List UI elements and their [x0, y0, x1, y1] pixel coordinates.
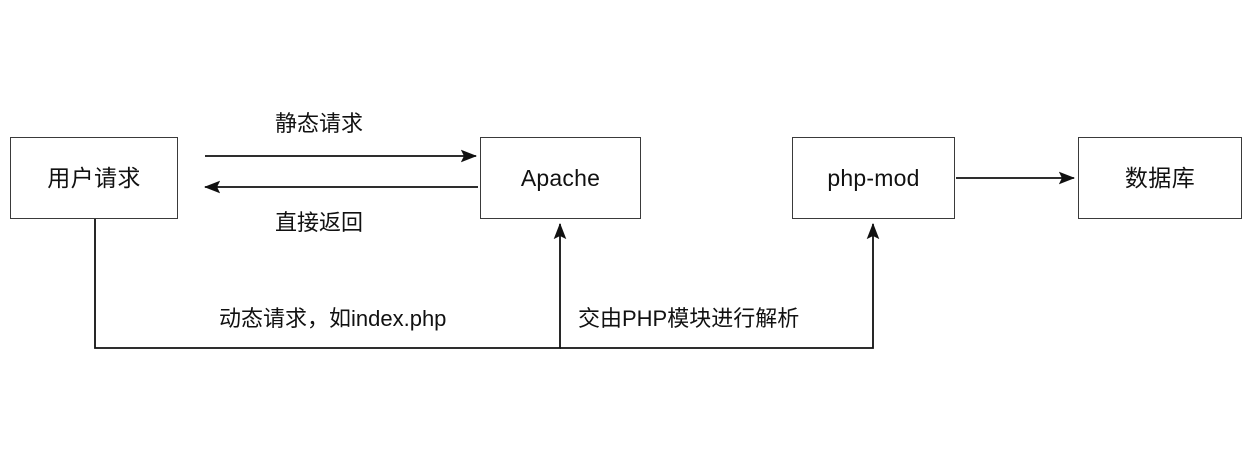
- edge-dynamic-request-line: [94, 219, 567, 349]
- node-apache-label: Apache: [520, 164, 601, 191]
- edge-label-dynamic-request: 动态请求，如index.php: [219, 306, 447, 331]
- edge-php-parse-line: [560, 222, 880, 349]
- node-database-label: 数据库: [1124, 164, 1196, 191]
- node-apache[interactable]: Apache: [480, 137, 641, 219]
- edge-label-php-parse: 交由PHP模块进行解析: [578, 306, 800, 331]
- node-user-request[interactable]: 用户请求: [10, 137, 178, 219]
- node-php-mod[interactable]: php-mod: [792, 137, 955, 219]
- edge-label-static-request: 静态请求: [275, 111, 364, 136]
- node-php-mod-label: php-mod: [827, 164, 920, 191]
- edge-label-direct-return: 直接返回: [275, 210, 364, 235]
- node-user-request-label: 用户请求: [47, 164, 141, 191]
- node-database[interactable]: 数据库: [1078, 137, 1242, 219]
